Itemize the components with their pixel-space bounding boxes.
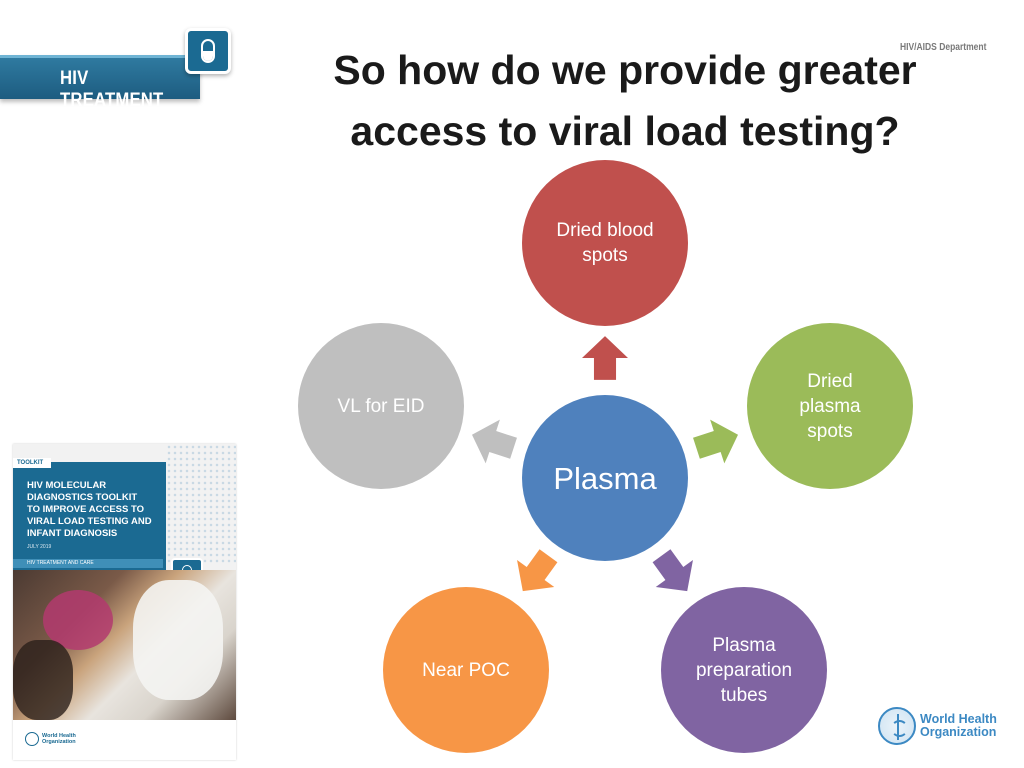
node-circle-ppt <box>661 587 827 753</box>
node-label-dps: Dried plasma spots <box>799 370 861 442</box>
arrow-poc <box>517 549 558 592</box>
arrow-ppt <box>652 549 693 592</box>
node-circle-dbs <box>522 160 688 326</box>
arrow-eid <box>471 419 517 464</box>
arrow-dps <box>693 419 739 464</box>
cover-dot-pattern <box>166 444 236 564</box>
who-emblem-icon <box>25 732 39 746</box>
department-label: HIV/AIDS Department <box>900 42 987 53</box>
slide-title: So how do we provide greater access to v… <box>333 47 917 154</box>
cover-who-text: World Health Organization <box>42 733 76 745</box>
who-emblem-icon <box>878 707 916 745</box>
capsule-icon <box>185 28 231 74</box>
arrow-shape <box>517 549 558 592</box>
who-logo: World Health Organization <box>878 707 997 745</box>
arrow-dbs <box>582 336 628 380</box>
cover-title: HIV MOLECULAR DIAGNOSTICS TOOLKIT TO IMP… <box>27 480 152 539</box>
arrow-shape <box>471 419 517 464</box>
toolkit-cover: TOOLKIT HIV MOLECULAR DIAGNOSTICS TOOLKI… <box>13 444 236 760</box>
cover-strip: HIV TREATMENT AND CARE <box>13 559 163 568</box>
arrow-shape <box>652 549 693 592</box>
who-logo-text: World Health Organization <box>920 712 997 739</box>
cover-date: JULY 2019 <box>27 544 52 550</box>
cover-photo <box>13 570 236 720</box>
node-label-eid: VL for EID <box>337 395 425 417</box>
cover-who-logo: World Health Organization <box>25 732 76 746</box>
photo-shape <box>133 580 223 700</box>
hiv-treatment-banner: HIV TREATMENT <box>0 55 200 111</box>
node-circle-dps <box>747 323 913 489</box>
node-circle-eid <box>298 323 464 489</box>
node-label-poc: Near POC <box>422 659 510 681</box>
arrow-shape <box>693 419 739 464</box>
cover-footer: World Health Organization <box>13 720 236 760</box>
capsule-shape <box>201 39 215 63</box>
arrow-shape <box>582 336 628 380</box>
photo-shape <box>13 640 73 720</box>
center-label: Plasma <box>553 460 657 496</box>
cover-tag: TOOLKIT <box>13 458 51 468</box>
node-label-dbs: Dried blood spots <box>556 220 654 266</box>
banner-label: HIV TREATMENT <box>60 68 164 111</box>
node-circle-poc <box>383 587 549 753</box>
node-label-ppt: Plasma preparation tubes <box>695 634 793 706</box>
center-circle <box>522 395 688 561</box>
